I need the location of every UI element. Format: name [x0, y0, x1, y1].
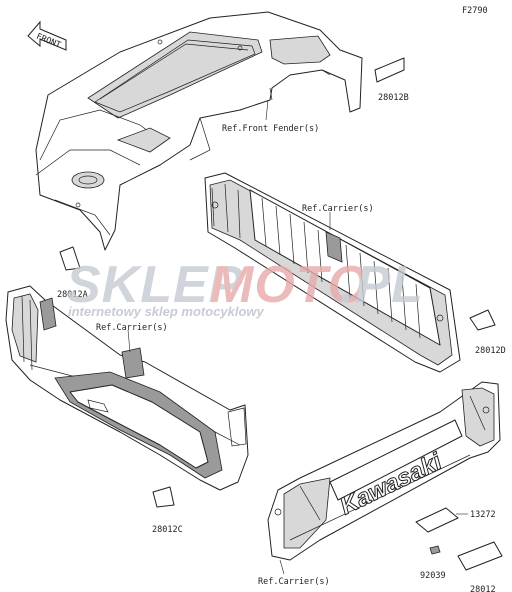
rear-carrier-panel — [204, 172, 461, 373]
label-28012a-piece — [59, 246, 81, 271]
label-28012c-piece — [152, 486, 175, 508]
part-28012a: 28012A — [57, 290, 88, 300]
watermark-brand-part3: .PL — [340, 256, 424, 314]
part-28012c: 28012C — [152, 525, 183, 535]
watermark: SKLEP MOTO .PL internetowy sklep motocyk… — [66, 256, 424, 319]
watermark-brand-part1: SKLEP — [66, 256, 244, 314]
ref-carrier-bottom: Ref.Carrier(s) — [258, 577, 330, 587]
watermark-brand-part2: MOTO — [210, 256, 369, 314]
side-cover-left — [5, 285, 249, 491]
decal-13272-piece — [415, 507, 459, 533]
part-28012b: 28012B — [378, 93, 409, 103]
ref-front-fender: Ref.Front Fender(s) — [222, 124, 319, 134]
ref-carrier-left: Ref.Carrier(s) — [96, 323, 168, 333]
part-92039: 92039 — [420, 571, 446, 581]
part-28012: 28012 — [470, 585, 496, 592]
ref-carrier-top: Ref.Carrier(s) — [302, 204, 374, 214]
tailgate-panel: Kawasaki — [267, 381, 501, 561]
label-28012d-piece — [469, 309, 496, 331]
part-13272: 13272 — [470, 510, 496, 520]
figure-code: F2790 — [462, 6, 488, 16]
front-fender-body — [35, 11, 363, 251]
label-28012b-piece — [374, 57, 405, 83]
part-28012d: 28012D — [475, 346, 506, 356]
rivet-92039-piece — [429, 545, 441, 555]
label-28012-piece — [457, 541, 503, 571]
front-arrow-icon: FRONT — [27, 20, 67, 51]
watermark-tagline: internetowy sklep motocyklowy — [68, 304, 265, 319]
